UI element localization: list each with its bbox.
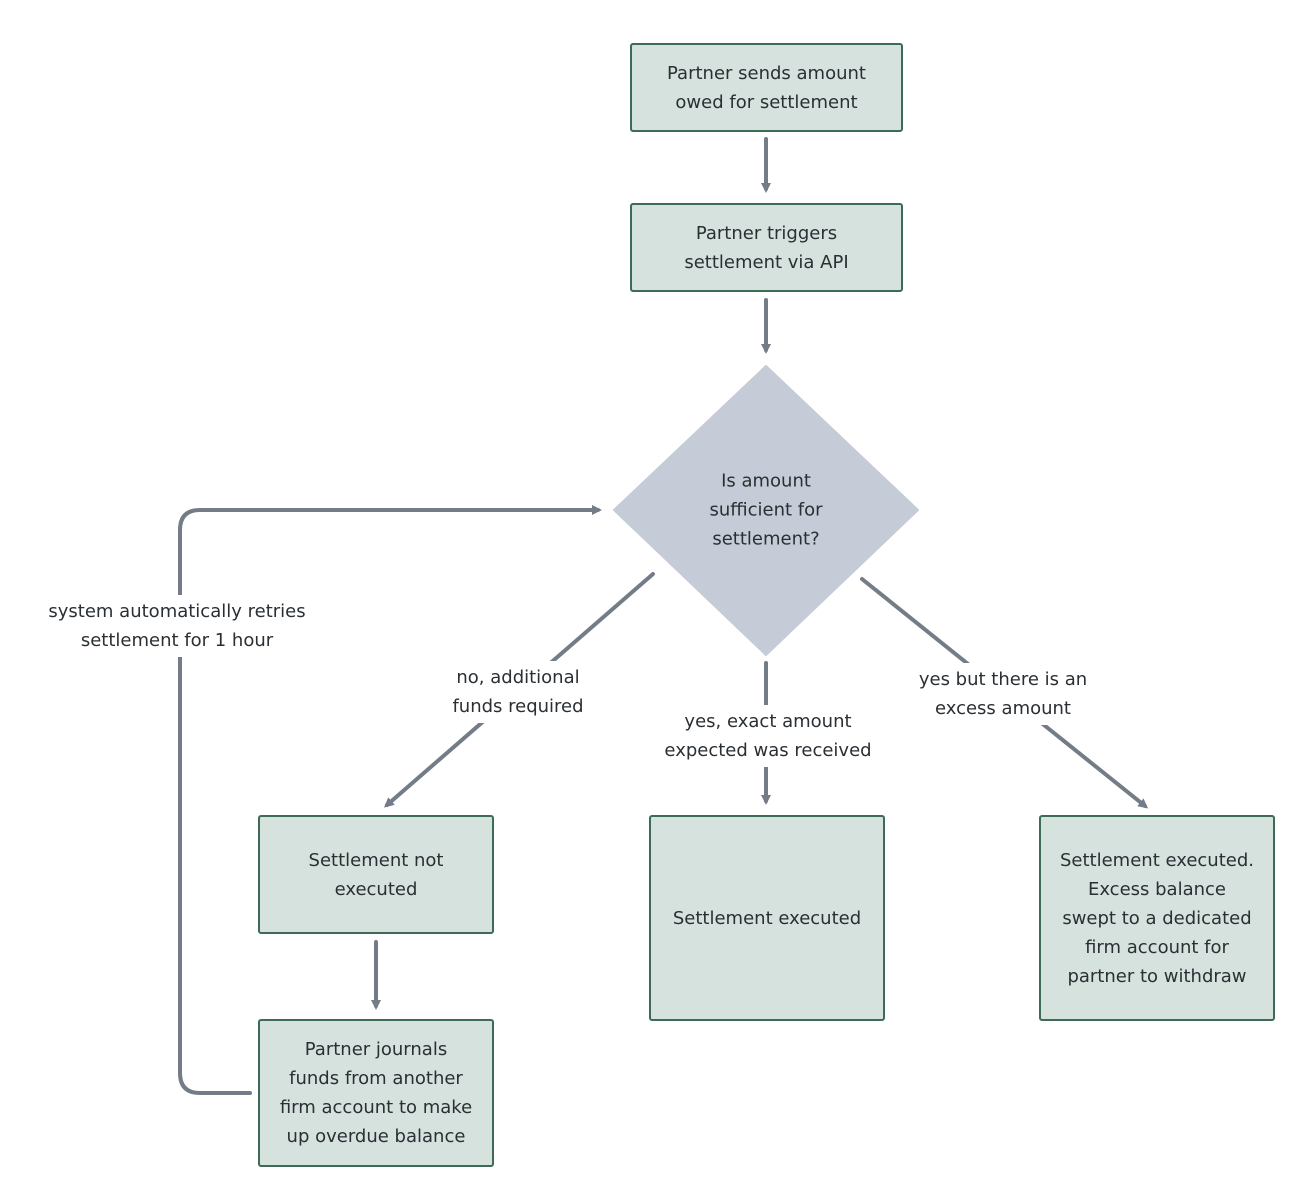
- node-partner-triggers-settlement: Partner triggers settlement via API: [630, 203, 903, 292]
- node-settlement-executed-excess: Settlement executed. Excess balance swep…: [1039, 815, 1275, 1021]
- arrow-retry-loop: [178, 505, 602, 1095]
- node-partner-journals-funds: Partner journals funds from another firm…: [258, 1019, 494, 1167]
- node-settlement-executed: Settlement executed: [649, 815, 885, 1021]
- node-partner-sends-amount: Partner sends amount owed for settlement: [630, 43, 903, 132]
- edge-label-additional-funds: no, additional funds required: [448, 661, 588, 723]
- decision-text: Is amount sufficient for settlement?: [709, 470, 823, 550]
- edge-label-excess-amount: yes but there is an excess amount: [914, 663, 1092, 725]
- decision-diamond: [613, 365, 919, 656]
- edge-label-exact-amount: yes, exact amount expected was received: [660, 705, 876, 767]
- edge-label-automatic-retry: system automatically retries settlement …: [44, 595, 310, 657]
- node-settlement-not-executed: Settlement not executed: [258, 815, 494, 934]
